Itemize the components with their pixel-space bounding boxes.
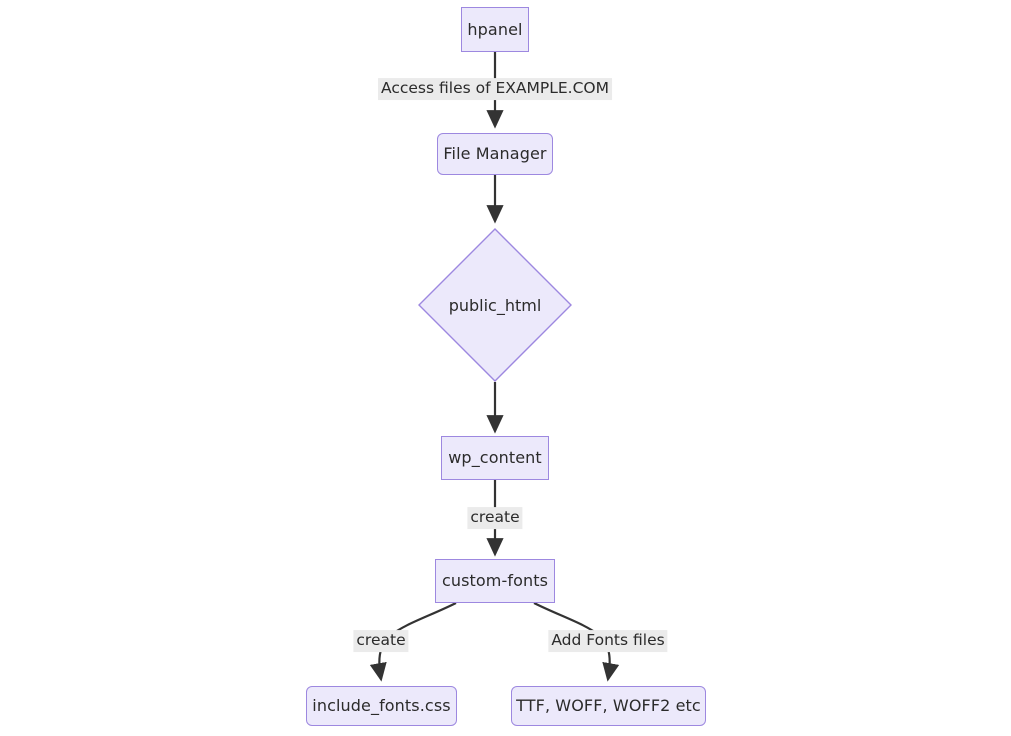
node-include-fonts-css[interactable]: include_fonts.css — [306, 686, 457, 726]
edge-label-create-includefonts: create — [353, 630, 409, 652]
node-wp-content-label: wp_content — [448, 448, 542, 467]
node-wp-content[interactable]: wp_content — [441, 436, 549, 480]
node-hpanel[interactable]: hpanel — [461, 7, 529, 52]
node-public-html[interactable]: public_html — [418, 228, 572, 382]
diamond-shape — [418, 228, 572, 382]
node-hpanel-label: hpanel — [467, 19, 523, 39]
node-font-files[interactable]: TTF, WOFF, WOFF2 etc — [511, 686, 706, 726]
node-custom-fonts[interactable]: custom-fonts — [435, 559, 555, 603]
node-include-fonts-css-label: include_fonts.css — [312, 696, 451, 715]
node-file-manager[interactable]: File Manager — [437, 133, 553, 175]
edge-label-create-wpcontent: create — [467, 507, 523, 529]
node-font-files-label: TTF, WOFF, WOFF2 etc — [516, 696, 701, 715]
node-file-manager-label: File Manager — [443, 144, 547, 163]
node-custom-fonts-label: custom-fonts — [441, 571, 549, 590]
edge-label-access-files: Access files of EXAMPLE.COM — [378, 78, 612, 100]
edge-label-add-fonts-files: Add Fonts files — [548, 630, 668, 652]
node-public-html-label: public_html — [448, 295, 542, 315]
